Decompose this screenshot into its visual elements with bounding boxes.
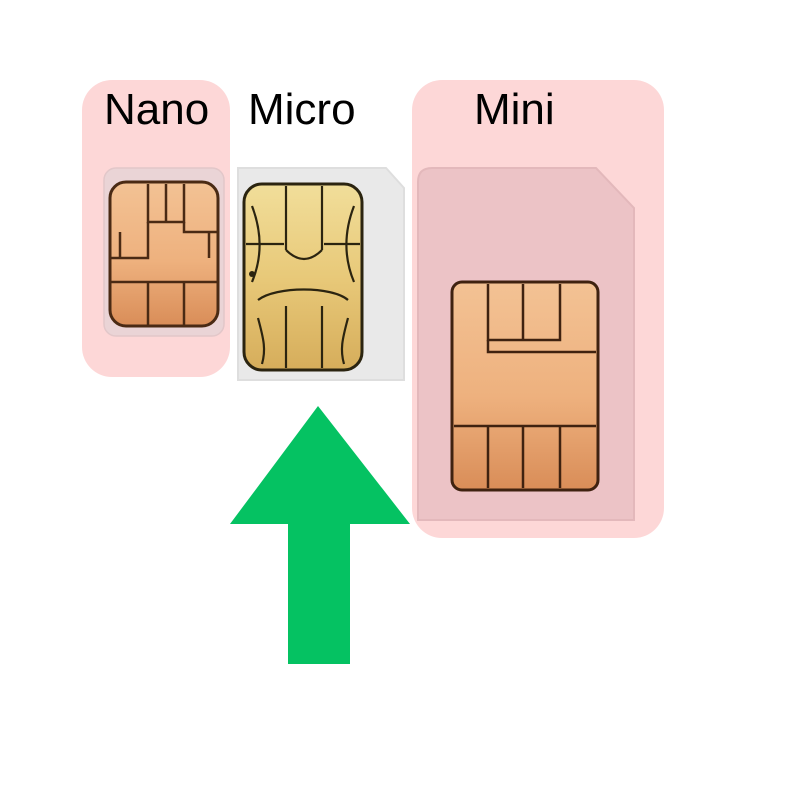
mini-chip — [450, 280, 600, 492]
nano-chip — [108, 180, 220, 328]
mini-sim-group — [412, 80, 664, 538]
micro-label: Micro — [248, 85, 356, 134]
nano-label: Nano — [104, 85, 210, 134]
mini-label: Mini — [474, 85, 555, 134]
micro-chip — [242, 182, 364, 372]
micro-sim-group — [237, 167, 405, 381]
nano-sim-group — [82, 80, 230, 377]
up-arrow-icon — [230, 406, 410, 664]
